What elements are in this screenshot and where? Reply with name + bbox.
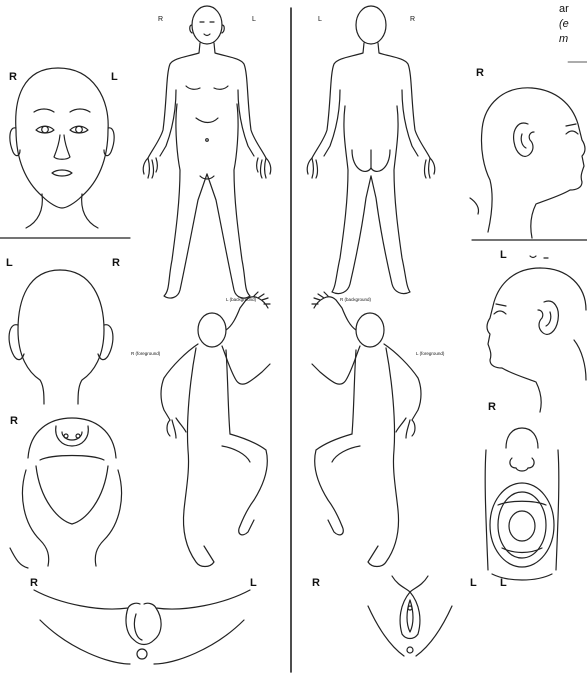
label-body-back-left: L	[318, 16, 322, 23]
note-line-2: (e	[559, 17, 587, 32]
label-profile-right: R	[476, 68, 484, 79]
label-face-front-left: L	[111, 72, 118, 83]
note-line-3: m	[559, 32, 587, 47]
label-profile-left: L	[500, 250, 507, 261]
label-head-back-left: L	[6, 258, 13, 269]
label-mouth-left: L	[500, 578, 507, 589]
label-mouth-right: R	[488, 402, 496, 413]
genital-female-figure	[368, 576, 452, 656]
body-right-lateral-figure	[312, 292, 421, 567]
top-right-note: ar (e m	[559, 2, 587, 47]
body-left-lateral-figure	[161, 292, 270, 567]
head-back-figure	[9, 270, 113, 404]
label-body-front-left: L	[252, 16, 256, 23]
label-genital-male-left: L	[250, 578, 257, 589]
label-background-right: R (background)	[340, 298, 371, 303]
head-profile-left-figure	[487, 256, 586, 412]
label-head-back-right: R	[112, 258, 120, 269]
head-underside-figure	[10, 418, 122, 568]
face-front-figure	[10, 68, 114, 228]
label-body-front-right: R	[158, 16, 163, 23]
label-head-underside-right: R	[10, 416, 18, 427]
genital-male-figure	[34, 590, 250, 664]
body-back-figure	[307, 6, 435, 294]
label-genital-male-right: R	[30, 578, 38, 589]
label-body-back-right: R	[410, 16, 415, 23]
label-genital-female-left: L	[470, 578, 477, 589]
label-foreground-right: R (foreground)	[131, 352, 160, 357]
note-line-1: ar	[559, 2, 587, 17]
label-genital-female-right: R	[312, 578, 320, 589]
label-background-left: L (background)	[226, 298, 256, 303]
head-profile-right-figure	[470, 88, 585, 238]
body-front-figure	[143, 6, 271, 298]
label-face-front-right: R	[9, 72, 17, 83]
mouth-open-figure	[485, 428, 559, 580]
label-foreground-left: L (foreground)	[416, 352, 444, 357]
